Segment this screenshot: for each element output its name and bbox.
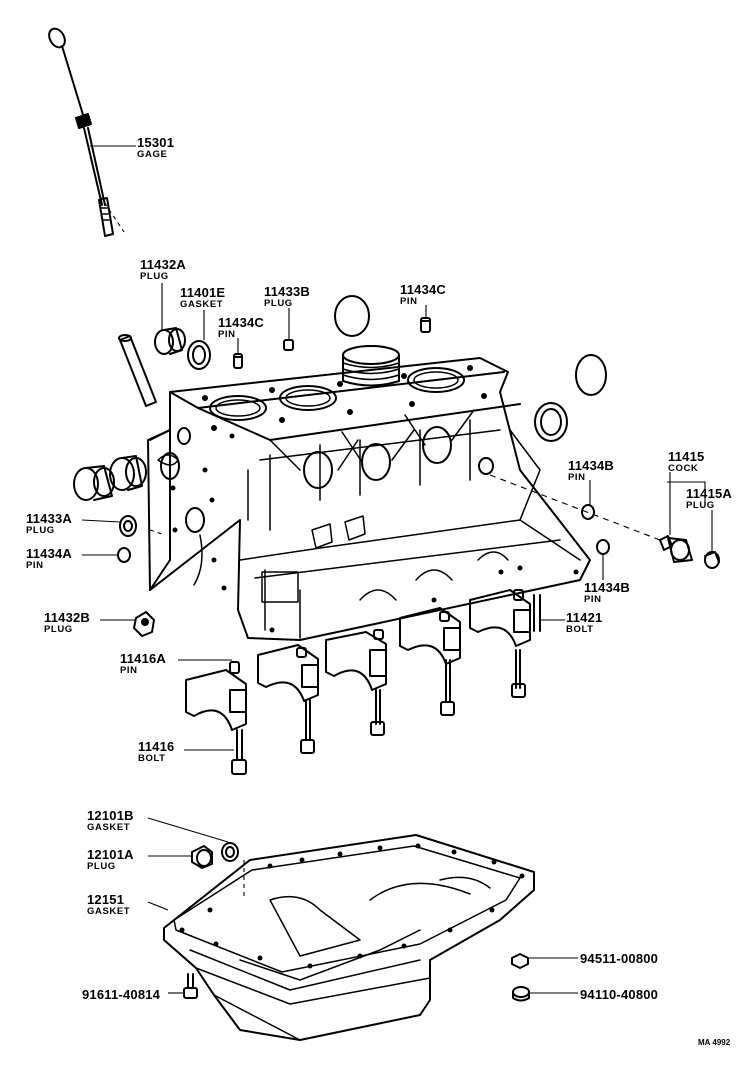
plug-11432A-part (154, 327, 186, 355)
part-name: GASKET (180, 299, 224, 310)
part-number: 94511-00800 (580, 951, 659, 966)
label-11421: 11421 BOLT (566, 611, 602, 635)
part-number: 11415 (668, 449, 705, 464)
part-number: 11434C (400, 282, 447, 297)
label-94511-00800: 94511-00800 (580, 952, 658, 965)
part-name: GASKET (87, 906, 131, 917)
label-11434A: 11434A PIN (26, 547, 72, 571)
cylinder-block-part (147, 357, 591, 641)
nut-94511-part (511, 953, 529, 969)
part-name: PLUG (686, 500, 715, 511)
part-name: BOLT (566, 624, 594, 635)
part-number: 11434B (584, 580, 631, 595)
part-number: 12151 (87, 892, 125, 907)
part-number: 11415A (686, 486, 733, 501)
plug-11433A-part (119, 515, 137, 537)
part-name: PIN (400, 296, 418, 307)
label-12151: 12151 GASKET (87, 893, 130, 917)
drain-plug-12101A-part (191, 845, 213, 869)
part-name: GAGE (137, 149, 168, 160)
seal-ring-left-1-part (73, 465, 115, 501)
part-name: PLUG (44, 624, 73, 635)
part-number: 11421 (566, 610, 603, 625)
plug-11432B-part (133, 611, 155, 637)
label-11433B: 11433B PLUG (264, 285, 310, 309)
washer-94110-part (512, 986, 530, 1002)
part-number: 11433B (264, 284, 311, 299)
label-11416: 11416 BOLT (138, 740, 174, 764)
label-12101A: 12101A PLUG (87, 848, 134, 872)
part-name: PIN (584, 594, 602, 605)
gasket-11401E-part (187, 340, 211, 370)
part-number: 11434C (218, 315, 265, 330)
part-number: 11433A (26, 511, 73, 526)
cup-plug-top-part (334, 295, 370, 337)
label-12101B: 12101B GASKET (87, 809, 134, 833)
stud-bolt-91611-part (183, 973, 198, 999)
part-name: BOLT (138, 753, 166, 764)
part-number: 11434B (568, 458, 615, 473)
part-name: GASKET (87, 822, 131, 833)
piston-part (342, 345, 400, 387)
part-number: 15301 (137, 135, 175, 150)
part-number: 94110-40800 (580, 987, 659, 1002)
pin-11434B-upper-part (581, 504, 595, 520)
label-11434B-lower: 11434B PIN (584, 581, 630, 605)
seal-ring-left-2-part (109, 455, 147, 491)
part-name: PIN (26, 560, 44, 571)
part-number: 11416A (120, 651, 167, 666)
drain-cock-11415-part (659, 535, 693, 563)
label-11432B: 11432B PLUG (44, 611, 90, 635)
part-number: 11416 (138, 739, 175, 754)
gasket-12101B-part (221, 842, 239, 862)
part-name: PLUG (140, 271, 169, 282)
label-94110-40800: 94110-40800 (580, 988, 658, 1001)
dipstick-tube-part (118, 334, 157, 407)
plug-11415A-part (704, 551, 720, 569)
part-number: 11432B (44, 610, 91, 625)
seal-ring-right-part (534, 402, 568, 442)
pin-11434B-lower-part (596, 539, 610, 555)
cup-plug-right-part (575, 354, 607, 396)
part-name: PIN (120, 665, 138, 676)
label-15301: 15301 GAGE (137, 136, 174, 160)
part-name: PLUG (87, 861, 116, 872)
pin-11434A-part (117, 547, 131, 563)
drawing-code: MA 4992 (698, 1038, 731, 1047)
oil-pan-part (163, 834, 535, 1041)
label-11401E: 11401E GASKET (180, 286, 225, 310)
label-11433A: 11433A PLUG (26, 512, 72, 536)
part-number: 11434A (26, 546, 73, 561)
label-11434C-lower: 11434C PIN (218, 316, 264, 340)
part-name: PLUG (26, 525, 55, 536)
part-number: 11401E (180, 285, 226, 300)
label-11415A: 11415A PLUG (686, 487, 732, 511)
label-11434B-upper: 11434B PIN (568, 459, 614, 483)
part-name: PIN (568, 472, 586, 483)
part-number: 91611-40814 (82, 987, 161, 1002)
label-11432A: 11432A PLUG (140, 258, 186, 282)
plug-11433B-part (283, 339, 294, 351)
label-91611-40814: 91611-40814 (82, 988, 160, 1001)
part-name: PIN (218, 329, 236, 340)
main-bearing-caps-part (185, 589, 541, 775)
leader-lines (81, 145, 713, 994)
part-number: 12101B (87, 808, 134, 823)
label-11434C-upper: 11434C PIN (400, 283, 446, 307)
pin-11434C-upper-part (420, 317, 431, 333)
label-11415: 11415 COCK (668, 450, 704, 474)
part-name: PLUG (264, 298, 293, 309)
part-name: COCK (668, 463, 699, 474)
part-number: 12101A (87, 847, 134, 862)
part-number: 11432A (140, 257, 187, 272)
dipstick-gage-part (48, 27, 114, 237)
label-11416A: 11416A PIN (120, 652, 166, 676)
pin-11434C-part (233, 353, 243, 369)
